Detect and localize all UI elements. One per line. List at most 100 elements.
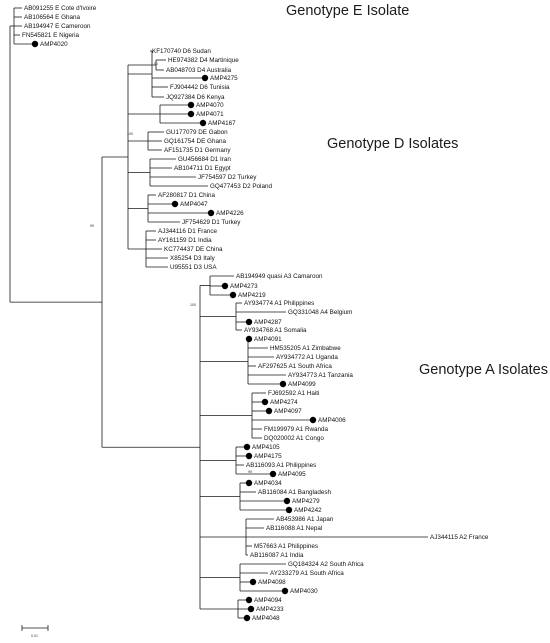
sample-marker-dot xyxy=(221,282,229,290)
bootstrap-label: 99 xyxy=(90,224,94,228)
bootstrap-label: 90 xyxy=(154,62,158,66)
taxon-label: FN545821 E Nigeria xyxy=(22,32,80,39)
taxon-label: AB116093 A1 Philippines xyxy=(246,462,316,469)
taxon-label: GU456684 D1 Iran xyxy=(178,156,231,163)
taxon-label: AY934773 A1 Tanzania xyxy=(288,372,353,379)
taxon-label: AMP4275 xyxy=(210,75,238,82)
sample-marker-dot xyxy=(207,209,215,217)
taxon-label: AB116087 A1 India xyxy=(250,552,304,559)
taxon-label: AY161159 D1 India xyxy=(158,237,212,244)
sample-marker-dot xyxy=(243,614,251,622)
taxon-label: KF170740 D6 Sudan xyxy=(152,48,211,55)
sample-marker-dot xyxy=(243,443,251,451)
taxon-label: AMP4273 xyxy=(230,283,258,290)
sample-marker-dot xyxy=(269,470,277,478)
bootstrap-values: 90 100 99 100 99 xyxy=(90,62,252,474)
sample-marker-dot xyxy=(285,506,293,514)
taxon-label: AMP4219 xyxy=(238,292,266,299)
taxon-label: AMP4034 xyxy=(254,480,282,487)
sample-marker-dot xyxy=(279,380,287,388)
sample-marker-dot xyxy=(309,416,317,424)
tree-branches xyxy=(9,7,428,619)
taxon-label: AB453986 A1 Japan xyxy=(276,516,334,523)
sample-marker-dot xyxy=(199,119,207,127)
taxon-label: AY934768 A1 Somalia xyxy=(244,327,307,334)
taxon-label: AMP4105 xyxy=(252,444,280,451)
taxon-label: AMP4287 xyxy=(254,319,282,326)
taxon-label: HE974382 D4 Martinique xyxy=(168,57,239,64)
taxon-label: AB194947 E Cameroon xyxy=(24,23,91,30)
taxon-label: AF297625 A1 South Africa xyxy=(258,363,332,370)
taxon-label: DQ020002 A1 Congo xyxy=(264,435,324,442)
taxon-label: AB116088 A1 Nepal xyxy=(266,525,322,532)
taxon-label: AB091255 E Cote d'Ivoire xyxy=(24,5,97,12)
taxon-label: AJ344115 A2 France xyxy=(430,534,489,541)
sample-marker-dot xyxy=(281,587,289,595)
taxon-label: KC774437 DE China xyxy=(164,246,223,253)
taxon-label: AF151735 D1 Germany xyxy=(164,147,231,154)
taxon-label: GQ184324 A2 South Africa xyxy=(288,561,364,568)
sample-marker-dot xyxy=(201,74,209,82)
sample-marker-dot xyxy=(229,291,237,299)
taxon-label: AMP4097 xyxy=(274,408,302,415)
taxon-label: HM535205 A1 Zimbabwe xyxy=(270,345,341,352)
taxon-label: AMP4048 xyxy=(252,615,280,622)
taxon-label: AMP4099 xyxy=(288,381,316,388)
taxon-label: AMP4091 xyxy=(254,336,282,343)
sample-marker-dot xyxy=(245,318,253,326)
taxon-label: AMP4030 xyxy=(290,588,318,595)
sample-marker-dot xyxy=(265,407,273,415)
genotype-e-title: Genotype E Isolate xyxy=(286,3,410,19)
taxon-label: X85254 D3 Italy xyxy=(170,255,216,262)
taxon-label: JF754629 D1 Turkey xyxy=(182,219,241,226)
taxon-label: AMP4274 xyxy=(270,399,298,406)
sample-marker-dot xyxy=(283,497,291,505)
tree-markers xyxy=(31,40,317,622)
taxon-label: AMP4047 xyxy=(180,201,208,208)
sample-marker-dot xyxy=(245,452,253,460)
sample-marker-dot xyxy=(245,479,253,487)
taxon-label: AJ344116 D1 France xyxy=(158,228,218,235)
taxon-label: AMP4095 xyxy=(278,471,306,478)
taxon-label: AMP4279 xyxy=(292,498,320,505)
taxon-label: GU177079 DE Gabon xyxy=(166,129,228,136)
sample-marker-dot xyxy=(187,101,195,109)
taxon-label: AB116084 A1 Bangladesh xyxy=(258,489,332,496)
sample-marker-dot xyxy=(171,200,179,208)
taxon-label: GQ331048 A4 Belgium xyxy=(288,309,352,316)
taxon-label: AMP4071 xyxy=(196,111,224,118)
taxon-label: FJ692592 A1 Haiti xyxy=(268,390,319,397)
genotype-d-title: Genotype D Isolates xyxy=(327,136,459,152)
bootstrap-label: 100 xyxy=(190,303,196,307)
taxon-label: AB104711 D1 Egypt xyxy=(174,165,231,172)
taxon-label: JQ927384 D6 Kenya xyxy=(166,94,225,101)
taxon-label: AMP4226 xyxy=(216,210,244,217)
taxon-label: AMP4233 xyxy=(256,606,284,613)
taxon-label: FM199979 A1 Rwanda xyxy=(264,426,329,433)
taxon-label: AMP4242 xyxy=(294,507,322,514)
taxon-label: AMP4098 xyxy=(258,579,286,586)
taxon-label: AMP4006 xyxy=(318,417,346,424)
taxon-label: AY934772 A1 Uganda xyxy=(276,354,338,361)
sample-marker-dot xyxy=(249,578,257,586)
taxon-label: AY934774 A1 Philippines xyxy=(244,300,314,307)
sample-marker-dot xyxy=(187,110,195,118)
sample-marker-dot xyxy=(245,335,253,343)
taxon-label: AB194949 quasi A3 Camaroon xyxy=(236,273,323,280)
taxon-label: AMP4175 xyxy=(254,453,282,460)
taxon-label: AMP4020 xyxy=(40,41,68,48)
taxon-label: M57663 A1 Philippines xyxy=(254,543,318,550)
scale-bar-label: 0.01 xyxy=(31,634,38,638)
taxon-label: GQ477453 D2 Poland xyxy=(210,183,272,190)
taxon-label: AB048703 D4 Australia xyxy=(166,67,232,74)
taxon-label: AMP4094 xyxy=(254,597,282,604)
taxon-label: AY233279 A1 South Africa xyxy=(270,570,344,577)
scale-bar: 0.01 xyxy=(21,625,49,638)
bootstrap-label: 99 xyxy=(248,470,252,474)
sample-marker-dot xyxy=(261,398,269,406)
sample-marker-dot xyxy=(245,596,253,604)
sample-marker-dot xyxy=(31,40,39,48)
bootstrap-label: 100 xyxy=(127,132,133,136)
